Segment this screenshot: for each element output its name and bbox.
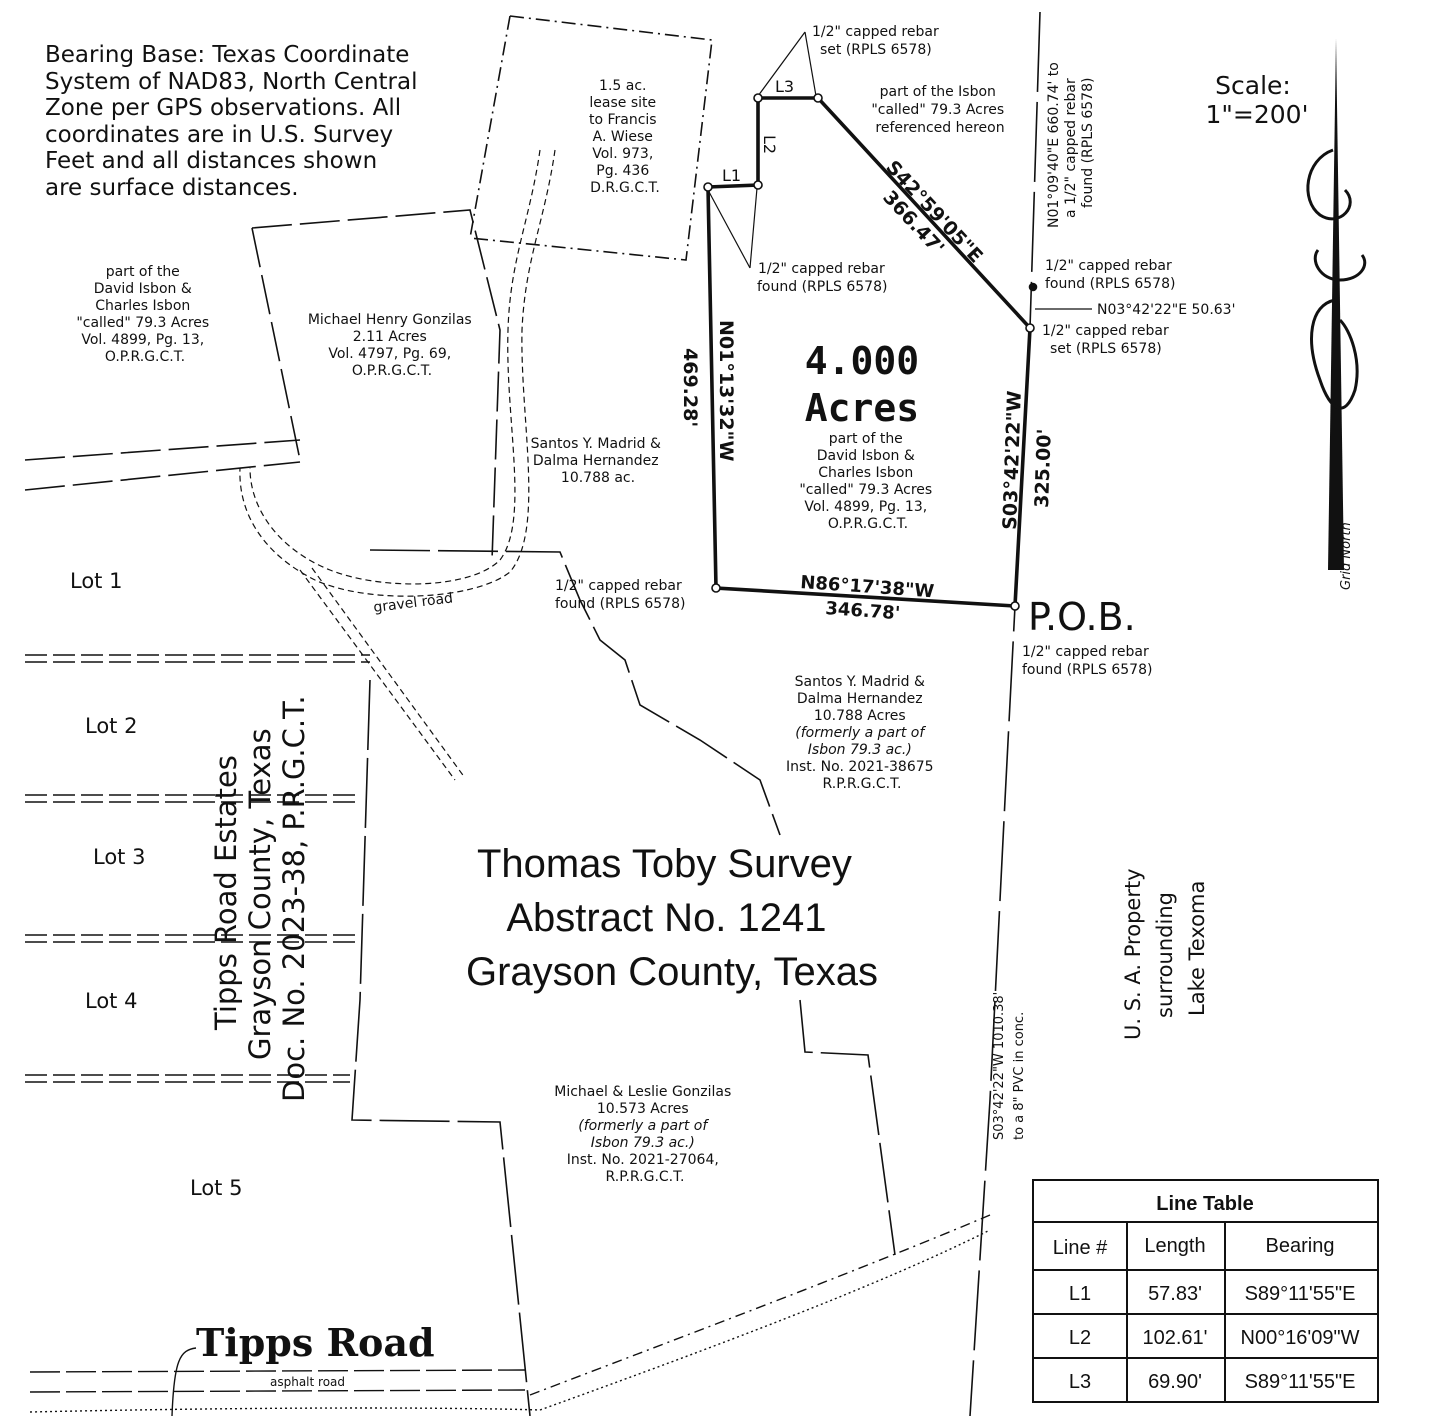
line-table-cell: N00°16'09"W	[1241, 1327, 1360, 1349]
usa-property-label: U. S. A. Property surrounding Lake Texom…	[1121, 862, 1209, 1040]
line-table-header-bearing: Bearing	[1266, 1235, 1335, 1257]
isbon-referenced-label: part of the Isbon "called" 79.3 Acres re…	[871, 84, 1008, 136]
gravel-road-label: gravel road	[373, 590, 454, 616]
east-bearing-label: S03°42'22"W	[999, 390, 1026, 530]
rebar-l1-found-label: 1/2" capped rebar found (RPLS 6578)	[757, 261, 889, 295]
line-table-cell: 57.83'	[1148, 1283, 1202, 1305]
rebar-set-l2-l3	[753, 93, 763, 103]
line-l2-label: L2	[760, 135, 779, 154]
line-table-cell: L2	[1069, 1327, 1091, 1349]
lease-site-west-line	[469, 15, 511, 239]
line-table-header-line: Line #	[1053, 1237, 1108, 1259]
road-name-leader	[171, 1347, 197, 1416]
rebar-found-l1-start	[703, 182, 713, 192]
monuments	[703, 93, 1038, 611]
rebar-set-l3-end	[813, 93, 823, 103]
line-l3-label: L3	[775, 77, 794, 96]
lease-site-boundary	[469, 15, 713, 261]
isbon-left-label: part of the David Isbon & Charles Isbon …	[76, 264, 213, 365]
line-table-cell: L1	[1069, 1283, 1091, 1305]
north-parcel-line-2	[24, 461, 301, 491]
line-table-cell: S89°11'55"E	[1245, 1371, 1356, 1393]
tract-area-unit: Acres	[805, 386, 919, 430]
rebar-east-found-label: 1/2" capped rebar found (RPLS 6578)	[1045, 258, 1176, 292]
line-table-cell: 102.61'	[1143, 1327, 1208, 1349]
gonzilas-west-line	[251, 227, 301, 461]
boundary-lines	[24, 11, 1041, 1416]
tract-boundary	[706, 96, 1032, 608]
rebar-found-east	[1028, 282, 1038, 292]
west-distance-label: 469.28'	[679, 348, 701, 427]
lot-4-label: Lot 4	[85, 989, 137, 1013]
madrid-west-line	[369, 549, 781, 836]
lot-2-label: Lot 2	[85, 714, 137, 738]
survey-title: Thomas Toby Survey Abstract No. 1241 Gra…	[466, 842, 878, 994]
gonzilas-lower-label: Michael & Leslie Gonzilas 10.573 Acres (…	[554, 1084, 735, 1185]
rebar-east-set-label: 1/2" capped rebar set (RPLS 6578)	[1042, 323, 1173, 357]
subdivision-east-line	[351, 679, 531, 1416]
scale-label: Scale: 1"=200'	[1206, 71, 1309, 129]
lot-3-label: Lot 3	[93, 845, 145, 869]
grid-north-label: Grid North	[1339, 522, 1354, 590]
leader-lines	[707, 31, 1036, 289]
tract-area-value: 4.000	[805, 339, 919, 383]
rebar-found-l1-end	[753, 180, 763, 190]
madrid-upper-label: Santos Y. Madrid & Dalma Hernandez 10.78…	[531, 436, 666, 486]
rebar-found-pob	[1010, 601, 1020, 611]
asphalt-road	[29, 1214, 991, 1413]
subdivision-label: Tipps Road Estates Grayson County, Texas…	[209, 695, 311, 1102]
gonzilas-parcel-label: Michael Henry Gonzilas 2.11 Acres Vol. 4…	[308, 312, 476, 379]
gravel-road	[239, 149, 556, 781]
east-bearing-note: N03°42'22"E 50.63'	[1097, 302, 1235, 318]
vertical-note-top: N01°09'40"E 660.74' to a 1/2" capped reb…	[1046, 58, 1096, 228]
gonzilas-parcel-boundary	[251, 209, 501, 561]
line-table-cell: 69.90'	[1148, 1371, 1202, 1393]
north-parcel-line	[24, 439, 301, 461]
gonzilas-lower-line	[799, 999, 896, 1256]
lease-site-label: 1.5 ac. lease site to Francis A. Wiese V…	[589, 78, 661, 196]
tract-description: part of the David Isbon & Charles Isbon …	[799, 431, 936, 532]
rebar-top-set-label: 1/2" capped rebar set (RPLS 6578)	[812, 24, 943, 58]
lot-lines	[25, 654, 370, 1083]
rebar-sw-found-label: 1/2" capped rebar found (RPLS 6578)	[555, 578, 686, 612]
bearing-base-note: Bearing Base: Texas Coordinate System of…	[45, 42, 425, 201]
east-property-line	[969, 11, 1041, 1416]
line-table-header-length: Length	[1144, 1235, 1205, 1257]
road-name: Tipps Road	[196, 1320, 435, 1365]
lot-1-label: Lot 1	[70, 569, 122, 593]
line-l1-label: L1	[722, 166, 741, 185]
madrid-lower-label: Santos Y. Madrid & Dalma Hernandez 10.78…	[786, 674, 938, 792]
west-bearing-label: N01°13'32"W	[715, 320, 737, 461]
line-table-cell: S89°11'55"E	[1245, 1283, 1356, 1305]
line-table	[1032, 1179, 1379, 1403]
asphalt-road-label: asphalt road	[270, 1375, 345, 1389]
line-table-title: Line Table	[1156, 1193, 1253, 1215]
south-distance-label: 346.78'	[825, 598, 901, 624]
lot-5-label: Lot 5	[190, 1176, 242, 1200]
vertical-note-bottom: S03°42'22"W 1010.38' to a 8" PVC in conc…	[992, 988, 1027, 1140]
east-distance-label: 325.00'	[1031, 428, 1056, 508]
line-table-cell: L3	[1069, 1371, 1091, 1393]
rebar-pob-found-label: 1/2" capped rebar found (RPLS 6578)	[1022, 644, 1153, 678]
rebar-set-east	[1025, 323, 1035, 333]
north-arrow: Grid North	[1306, 38, 1367, 590]
pob-label: P.O.B.	[1028, 595, 1136, 639]
rebar-found-southwest	[711, 583, 721, 593]
